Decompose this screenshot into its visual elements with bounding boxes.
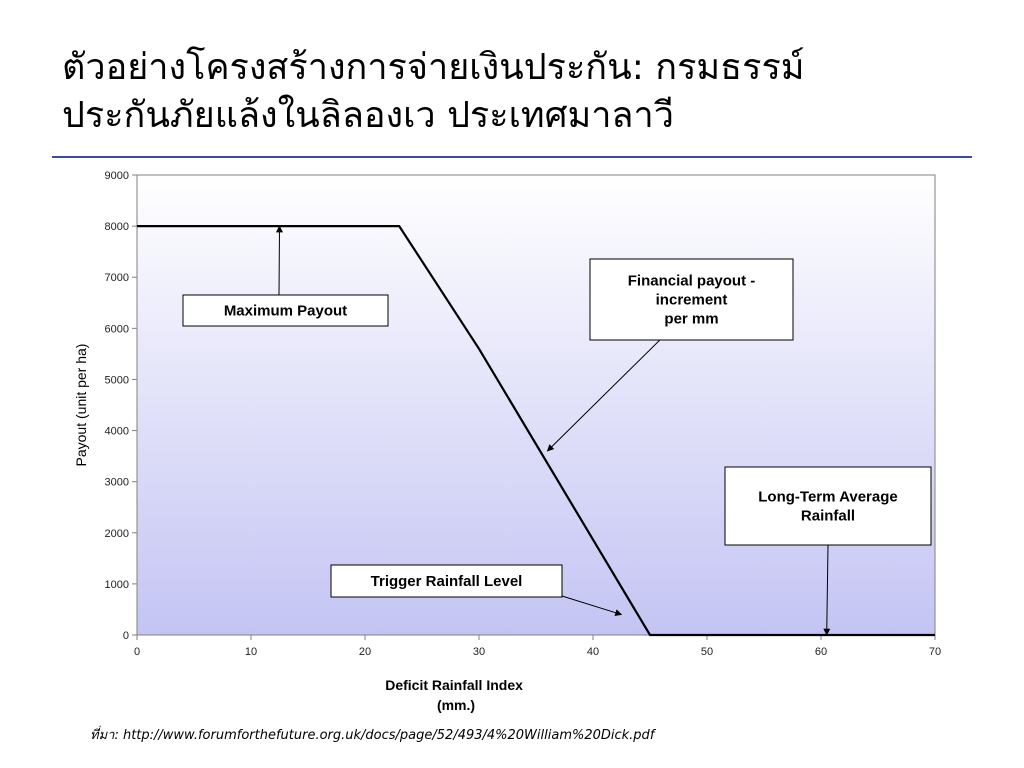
callout-box bbox=[724, 466, 932, 546]
callout-text-line: increment bbox=[656, 292, 728, 309]
payout-chart: 0 1000 2000 3000 4000 5000 6000 7000 8000 9000 0 10… bbox=[73, 170, 941, 713]
callout-box bbox=[589, 258, 794, 341]
slide-title-line-1: ตัวอย่างโครงสร้างการจ่ายเงินประกัน: กรมธ… bbox=[62, 47, 805, 88]
y-tick-label: 9000 bbox=[105, 170, 129, 182]
y-tick-label: 6000 bbox=[105, 323, 129, 335]
y-tick-label: 0 bbox=[123, 630, 129, 642]
x-tick-label: 30 bbox=[473, 646, 485, 658]
source-citation: ที่มา: http://www.forumforthefuture.org.… bbox=[90, 728, 655, 743]
callout-text-line: Financial payout - bbox=[628, 273, 756, 290]
callout-text-line: Maximum Payout bbox=[224, 303, 347, 320]
series-line bbox=[137, 225, 935, 637]
x-axis-label: Deficit Rainfall Index (mm.) bbox=[385, 677, 527, 713]
title-divider bbox=[52, 156, 972, 158]
y-tick-label: 1000 bbox=[105, 579, 129, 591]
callout-text-line: Rainfall bbox=[801, 508, 855, 525]
callout-arrow bbox=[546, 327, 673, 452]
callout-box bbox=[182, 294, 389, 327]
callout-text-line: per mm bbox=[664, 311, 718, 328]
y-tick-label: 5000 bbox=[105, 374, 129, 386]
slide-title: ตัวอย่างโครงสร้างการจ่ายเงินประกัน: กรมธ… bbox=[62, 44, 1002, 140]
y-tick-label: 4000 bbox=[105, 426, 129, 438]
plot-area bbox=[136, 174, 936, 636]
callout-text-line: Long-Term Average bbox=[758, 489, 897, 506]
y-tick-label: 3000 bbox=[105, 477, 129, 489]
x-axis-label-line-2: (mm.) bbox=[437, 697, 475, 713]
x-tick-label: 20 bbox=[359, 646, 371, 658]
callout-box bbox=[330, 564, 563, 598]
y-tick-label: 7000 bbox=[105, 272, 129, 284]
x-tick-label: 70 bbox=[929, 646, 941, 658]
x-tick-label: 10 bbox=[245, 646, 257, 658]
callout-arrow bbox=[561, 595, 623, 617]
callout-increment: Financial payout - increment per mm bbox=[546, 258, 794, 452]
y-tick-label: 8000 bbox=[105, 221, 129, 233]
x-tick-label: 60 bbox=[815, 646, 827, 658]
y-axis-label: Payout (unit per ha) bbox=[73, 344, 89, 467]
callout-text-line: Trigger Rainfall Level bbox=[371, 573, 523, 590]
callout-arrow bbox=[823, 544, 831, 636]
x-axis-label-line-1: Deficit Rainfall Index bbox=[385, 677, 523, 693]
x-tick-label: 40 bbox=[587, 646, 599, 658]
callout-arrow bbox=[275, 225, 283, 296]
callout-max: Maximum Payout bbox=[182, 225, 389, 327]
y-tick-label: 2000 bbox=[105, 528, 129, 540]
slide-title-line-2: ประกันภัยแล้งในลิลองเว ประเทศมาลาวี bbox=[62, 95, 674, 136]
callout-trigger: Trigger Rainfall Level bbox=[330, 564, 623, 617]
x-tick-label: 50 bbox=[701, 646, 713, 658]
x-tick-label: 0 bbox=[134, 646, 140, 658]
